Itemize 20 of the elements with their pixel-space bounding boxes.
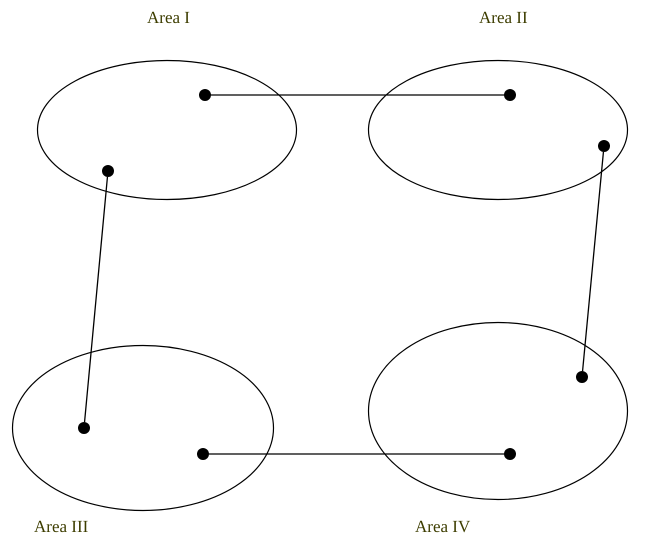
dot bbox=[504, 89, 516, 101]
area-ellipse bbox=[368, 322, 628, 500]
area-label: Area II bbox=[479, 8, 528, 28]
area-label: Area IV bbox=[415, 517, 470, 537]
dot bbox=[598, 140, 610, 152]
dot bbox=[78, 422, 90, 434]
area-ellipse bbox=[368, 60, 628, 200]
connector-line bbox=[582, 152, 604, 372]
area-ellipse bbox=[37, 60, 297, 200]
dot bbox=[576, 371, 588, 383]
dot bbox=[504, 448, 516, 460]
area-label: Area III bbox=[34, 517, 88, 537]
dot bbox=[199, 89, 211, 101]
dot bbox=[102, 165, 114, 177]
dot bbox=[197, 448, 209, 460]
connector-line bbox=[211, 94, 504, 96]
area-ellipse bbox=[12, 345, 274, 511]
area-label: Area I bbox=[147, 8, 190, 28]
connector-line bbox=[84, 176, 108, 422]
connector-line bbox=[209, 453, 504, 455]
